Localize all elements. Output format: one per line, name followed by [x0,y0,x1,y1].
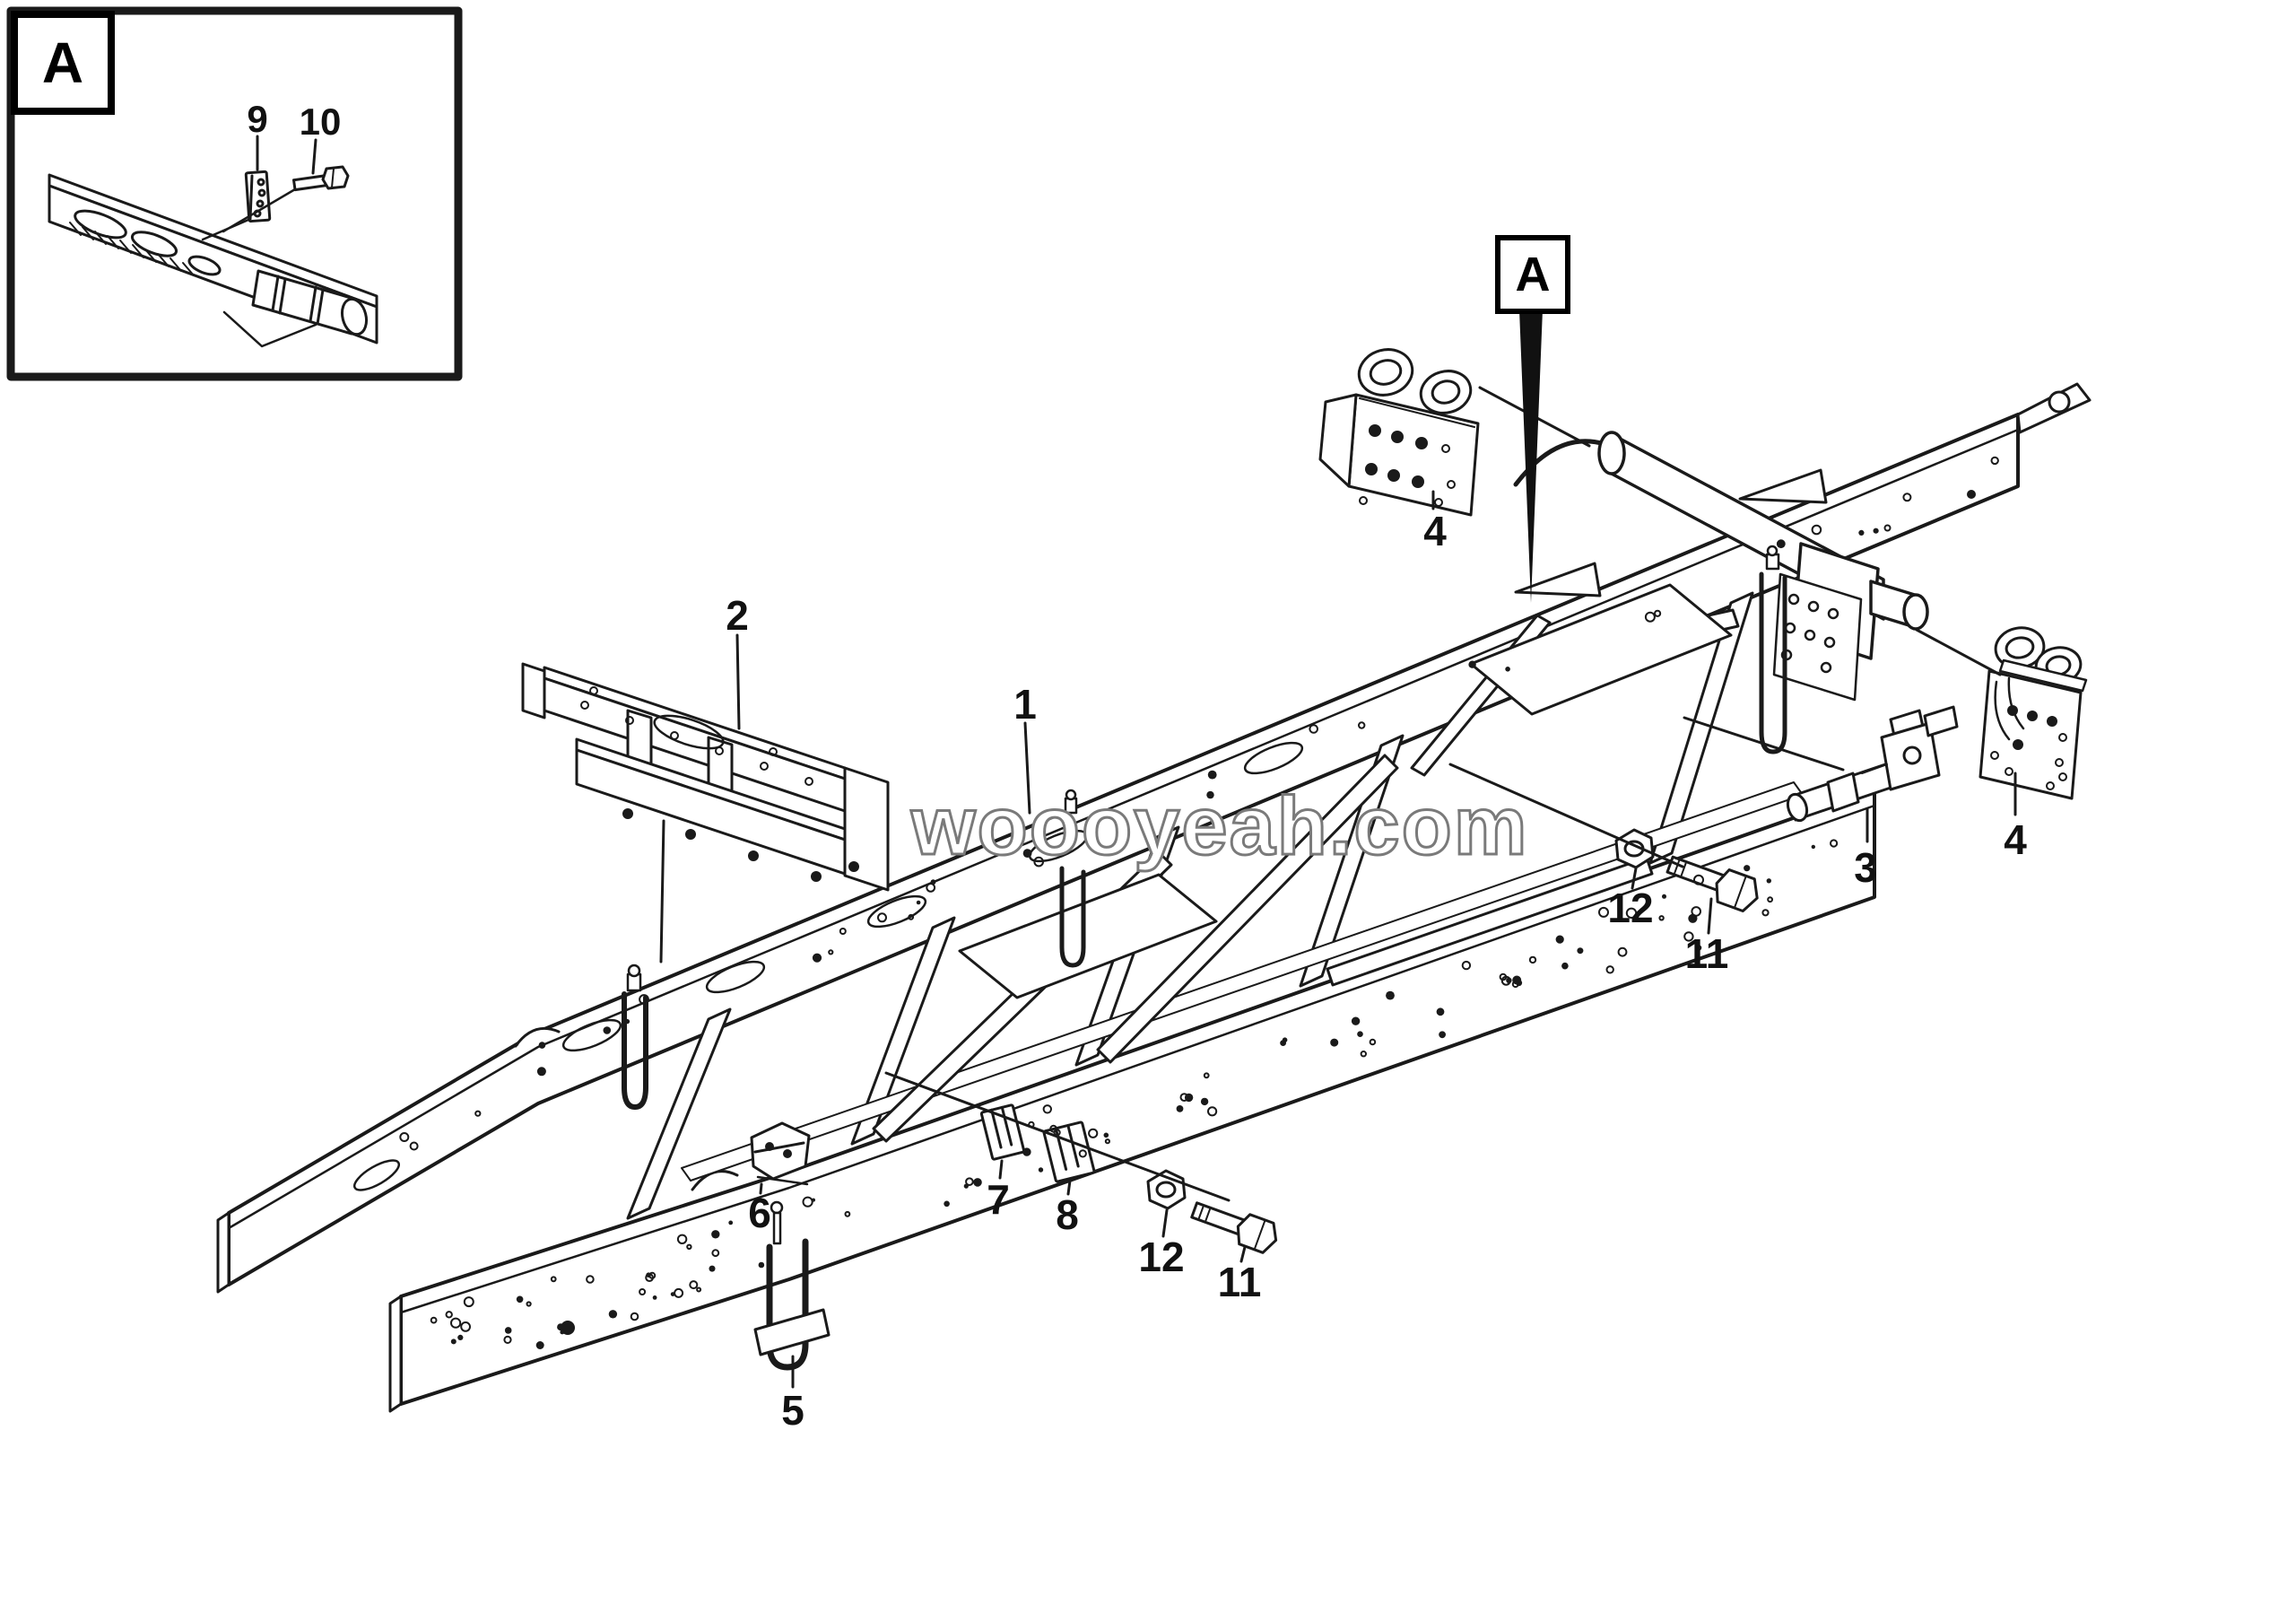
part3-pin-assembly [1786,705,1959,823]
near-rail-speckles [430,839,1839,1349]
detail-marker-label: A [1495,235,1570,314]
leader-12a [1161,1208,1169,1238]
frame-assembly [216,382,2092,1413]
leader-12b [1631,867,1638,890]
leader-8 [1066,1179,1072,1196]
callout-3: 3 [1854,844,1877,891]
inset-rail-hatching [69,222,195,276]
leader-chain-bottom [884,1071,1231,1202]
leader-chain-right [1448,763,1684,868]
leader-11b [1707,897,1713,935]
leader-3-frame [1683,716,1845,772]
inset-detail-label: A [11,11,115,115]
part4a-bracket [1318,348,1480,517]
callout-4-upper: 4 [1423,508,1447,554]
callout-11-right: 11 [1684,930,1729,977]
callout-8: 8 [1056,1191,1079,1238]
leader-1 [1023,721,1031,815]
leader-4b-frame [1915,628,2002,676]
callout-4-right: 4 [2004,816,2027,863]
leader-2 [735,633,741,730]
callout-11-bottom: 11 [1217,1259,1262,1305]
inset-detail-a [6,6,463,381]
part4b-bracket [1979,626,2088,800]
inset-part10-bolt [291,165,350,192]
inset-part9-bracket [244,170,272,223]
u-bolt-5 [753,1238,831,1371]
leader-lines [659,386,2017,1389]
callout-5: 5 [781,1387,804,1434]
pin-6 [770,1200,784,1245]
part2-subframe [521,662,890,892]
part2-bolts [622,808,859,882]
callout-6: 6 [748,1190,771,1236]
marker-a-arrow [1519,310,1543,603]
watermark-text: woooyeah.com [910,780,1529,874]
leader-11a [1239,1245,1247,1263]
callout-1: 1 [1013,681,1037,728]
nut-12-right [1614,828,1655,869]
far-rail-speckles [399,456,1999,1151]
latch-bracket [750,1121,811,1186]
callout-7: 7 [987,1176,1010,1223]
leader-2-frame [659,819,665,964]
clip-7 [979,1103,1026,1161]
inset-cylinder [222,269,369,348]
deck-plates [958,583,1733,999]
callout-2: 2 [726,592,749,639]
leader-7 [998,1159,1004,1180]
callout-10: 10 [299,100,342,143]
bolt-11-bottom [1190,1201,1278,1254]
callout-12-right: 12 [1607,885,1654,931]
u-bolt-hangers [622,545,1787,1110]
far-rail-slots [352,741,1304,1191]
callout-9: 9 [247,98,268,140]
inset-leader-lines [201,135,317,241]
callout-12-bottom: 12 [1138,1234,1185,1280]
